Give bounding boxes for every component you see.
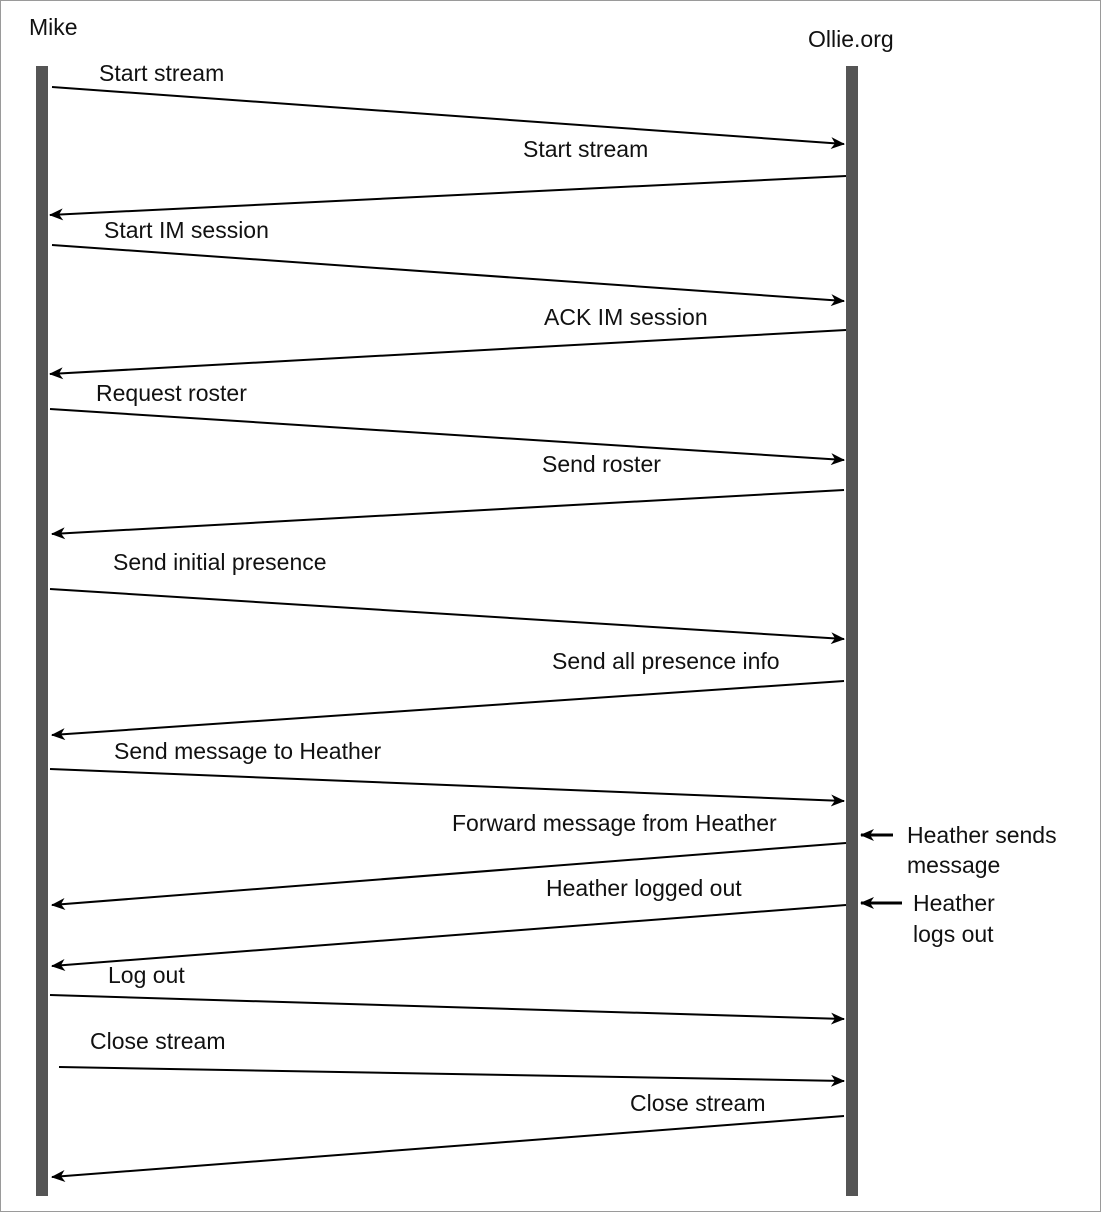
- message-label: Close stream: [630, 1090, 765, 1116]
- participant-ollie-label: Ollie.org: [808, 26, 894, 52]
- message-label: Send initial presence: [113, 549, 327, 575]
- lifeline-ollie: [846, 66, 858, 1196]
- message-arrow: [51, 244, 845, 307]
- message-label: Send roster: [542, 451, 661, 477]
- message-arrow: [51, 842, 847, 910]
- message-label: Close stream: [90, 1028, 225, 1054]
- message-label: Start stream: [99, 60, 224, 86]
- external-event-label: Heather sends: [907, 822, 1057, 848]
- external-event-label: logs out: [913, 921, 994, 947]
- message-arrow: [49, 408, 845, 466]
- external-event-label: Heather: [913, 890, 995, 916]
- message-label: Log out: [108, 962, 185, 988]
- message-arrow: [51, 86, 845, 150]
- message-arrow: [49, 329, 847, 380]
- external-event-label: message: [907, 852, 1000, 878]
- message-arrow: [51, 904, 847, 971]
- lifeline-mike: [36, 66, 48, 1196]
- message-label: Start stream: [523, 136, 648, 162]
- message-arrow: [49, 994, 845, 1025]
- message-arrow: [51, 1115, 845, 1182]
- message-label: Request roster: [96, 380, 247, 406]
- message-label: Start IM session: [104, 217, 269, 243]
- message-arrow: [49, 588, 845, 645]
- message-label: Send all presence info: [552, 648, 780, 674]
- participant-mike-label: Mike: [29, 14, 78, 40]
- message-label: Heather logged out: [546, 875, 742, 901]
- message-arrow: [51, 680, 845, 741]
- message-arrow: [58, 1066, 845, 1087]
- message-label: Send message to Heather: [114, 738, 382, 764]
- message-arrow: [49, 768, 845, 807]
- message-label: ACK IM session: [544, 304, 708, 330]
- message-arrow: [51, 489, 845, 540]
- message-label: Forward message from Heather: [452, 810, 777, 836]
- message-arrow: [49, 175, 847, 221]
